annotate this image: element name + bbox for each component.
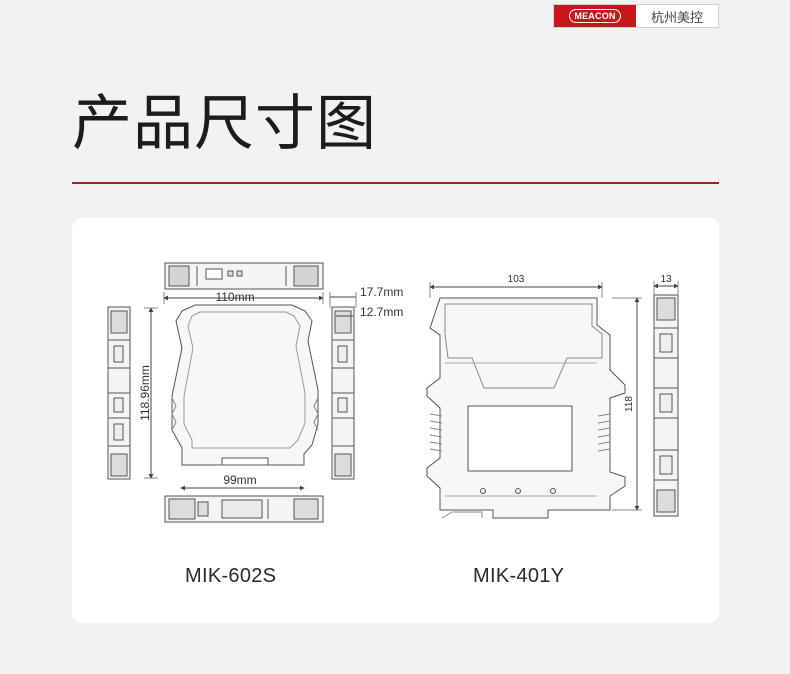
page-title: 产品尺寸图 <box>72 89 377 159</box>
dimension-drawing-card: 110mm 99mm 118.96mm 17.7mm 12.7mm <box>72 218 719 623</box>
mik-401y-thickness-label: 13 <box>660 274 672 285</box>
brand-logo-text: MEACON <box>569 9 621 23</box>
mik-602s-drawing <box>107 262 357 523</box>
mik-602s-height-label: 118.96mm <box>138 365 152 421</box>
mik-602s-thickness-inner-label: 12.7mm <box>360 305 403 319</box>
mik-401y-width-label: 103 <box>508 274 525 285</box>
mik-602s-left-side-view <box>107 306 131 480</box>
mik-602s-right-side-view <box>331 306 355 480</box>
brand-company-name: 杭州美控 <box>636 5 718 27</box>
mik-401y-front-view <box>426 297 626 519</box>
mik-602s-thickness-outer-label: 17.7mm <box>360 285 403 299</box>
mik-602s-front-view <box>171 304 319 466</box>
brand-badge: MEACON 杭州美控 <box>553 4 719 28</box>
dimension-drawings: 110mm 99mm 118.96mm 17.7mm 12.7mm <box>107 262 679 523</box>
mik-401y-height-label: 118 <box>624 396 635 412</box>
model-label-mik-401y: MIK-401Y <box>473 565 565 587</box>
mik-401y-drawing <box>426 281 679 519</box>
model-label-mik-602s: MIK-602S <box>185 565 277 587</box>
title-divider <box>72 182 719 184</box>
mik-602s-depth-label: 99mm <box>223 473 256 487</box>
mik-602s-width-label: 110mm <box>215 290 254 304</box>
mik-401y-side-view <box>653 294 679 517</box>
mik-602s-bottom-view <box>164 495 324 523</box>
brand-logo: MEACON <box>554 5 636 27</box>
mik-602s-top-view <box>164 262 324 290</box>
